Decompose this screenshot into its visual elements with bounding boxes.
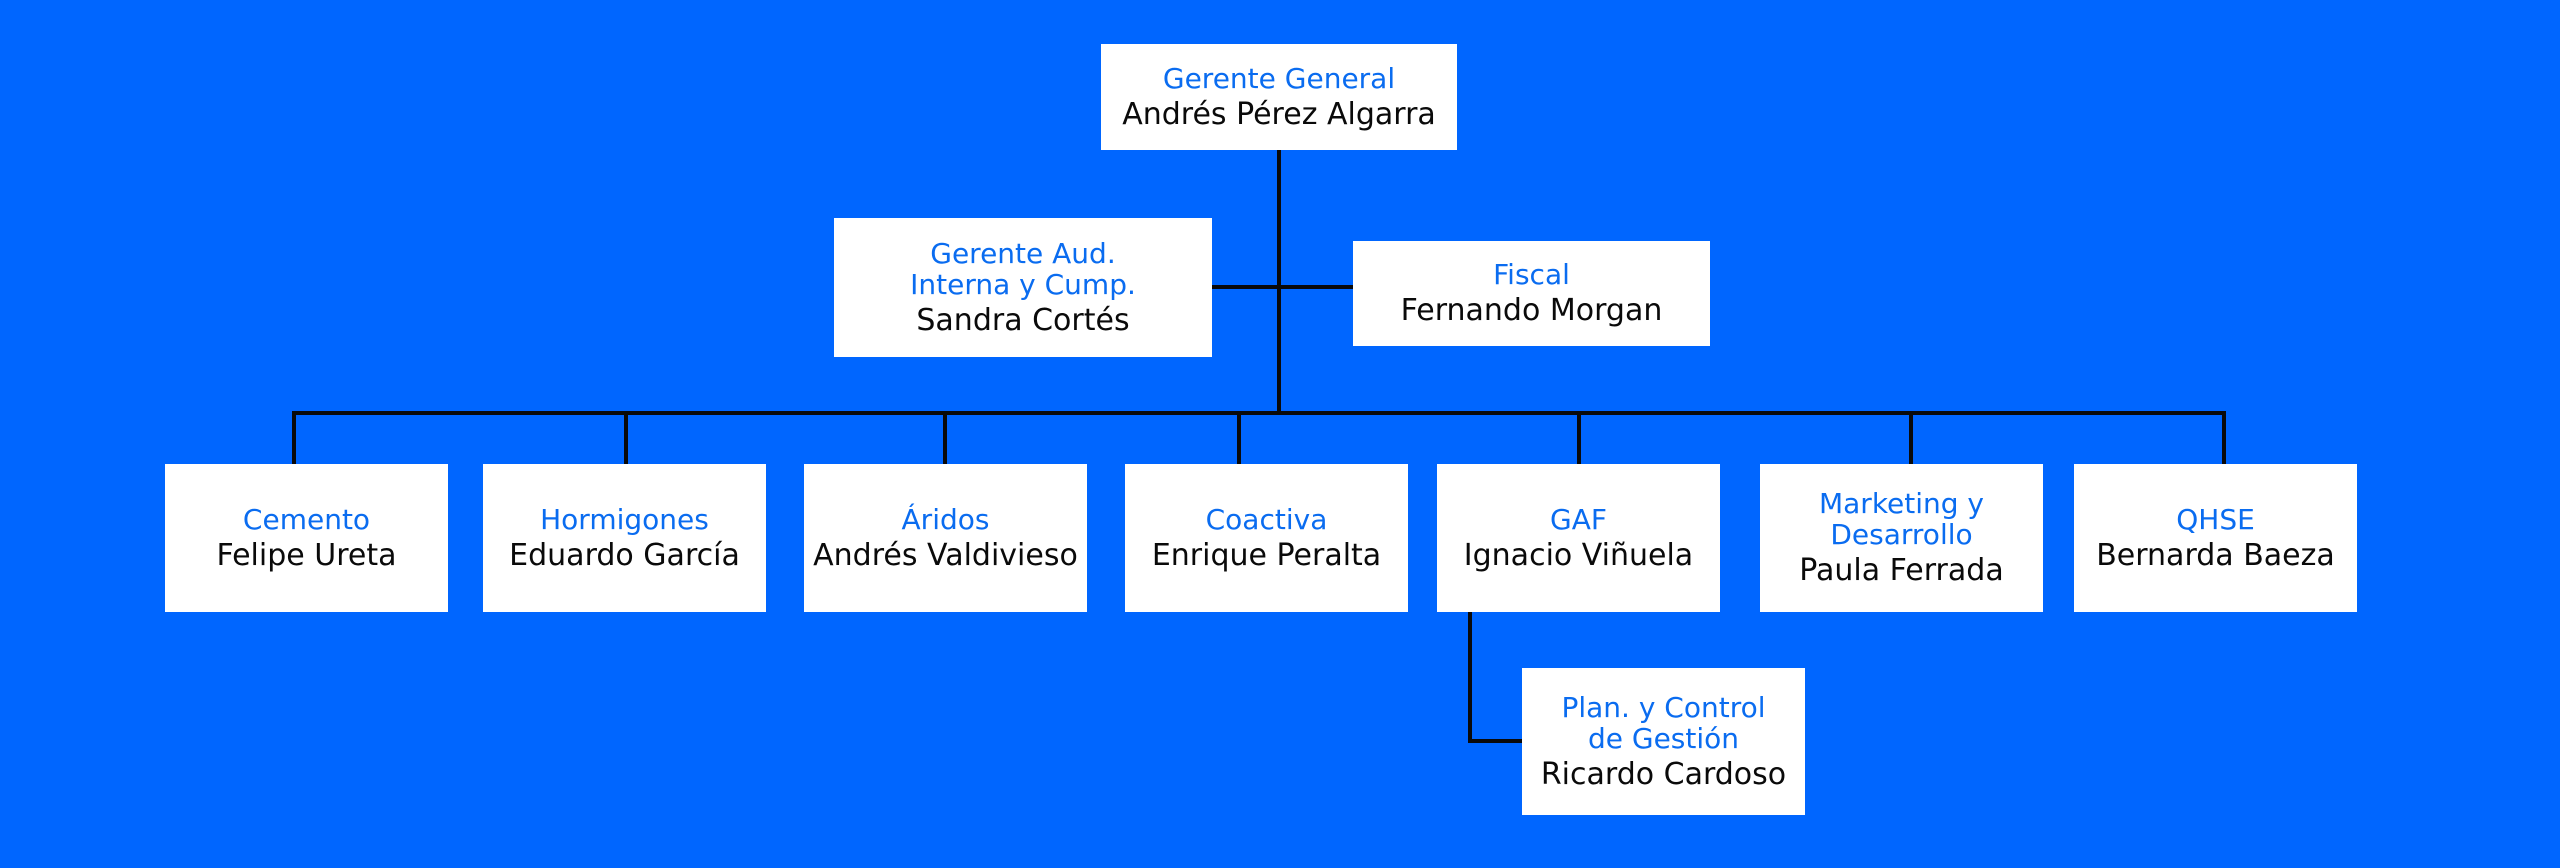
node-role: GAF (1550, 502, 1607, 536)
node-role: Áridos (901, 502, 990, 536)
node-role: Marketing y Desarrollo (1818, 487, 1985, 551)
node-person: Eduardo García (509, 537, 740, 573)
node-gaf: GAF Ignacio Viñuela (1437, 464, 1720, 612)
node-role: Gerente Aud. Interna y Cump. (910, 236, 1136, 301)
node-hormigones: Hormigones Eduardo García (483, 464, 766, 612)
node-person: Enrique Peralta (1151, 537, 1382, 573)
node-marketing-desarrollo: Marketing y Desarrollo Paula Ferrada (1760, 464, 2043, 612)
node-person: Andrés Pérez Algarra (1122, 96, 1436, 132)
node-person: Andrés Valdivieso (813, 537, 1078, 573)
node-role: Gerente General (1162, 61, 1396, 95)
node-role: Cemento (242, 502, 371, 536)
node-person: Paula Ferrada (1799, 553, 2004, 588)
node-fiscal: Fiscal Fernando Morgan (1353, 241, 1710, 346)
node-qhse: QHSE Bernarda Baeza (2074, 464, 2357, 612)
node-cemento: Cemento Felipe Ureta (165, 464, 448, 612)
node-person: Fernando Morgan (1400, 293, 1663, 328)
node-coactiva: Coactiva Enrique Peralta (1125, 464, 1408, 612)
node-role: QHSE (2176, 502, 2255, 536)
node-person: Ignacio Viñuela (1463, 537, 1694, 573)
node-role: Fiscal (1493, 258, 1570, 291)
node-role: Coactiva (1205, 502, 1328, 536)
node-aridos: Áridos Andrés Valdivieso (804, 464, 1087, 612)
node-person: Bernarda Baeza (2096, 537, 2335, 573)
node-gerente-general: Gerente General Andrés Pérez Algarra (1101, 44, 1457, 150)
node-plan-control-gestion: Plan. y Control de Gestión Ricardo Cardo… (1522, 668, 1805, 815)
node-person: Ricardo Cardoso (1540, 756, 1787, 792)
node-role: Hormigones (540, 502, 709, 536)
node-gerente-auditoria: Gerente Aud. Interna y Cump. Sandra Cort… (834, 218, 1212, 357)
node-person: Sandra Cortés (916, 302, 1130, 338)
node-person: Felipe Ureta (216, 537, 397, 573)
connector-gaf-to-plan (1468, 610, 1524, 743)
node-role: Plan. y Control de Gestión (1561, 690, 1766, 755)
